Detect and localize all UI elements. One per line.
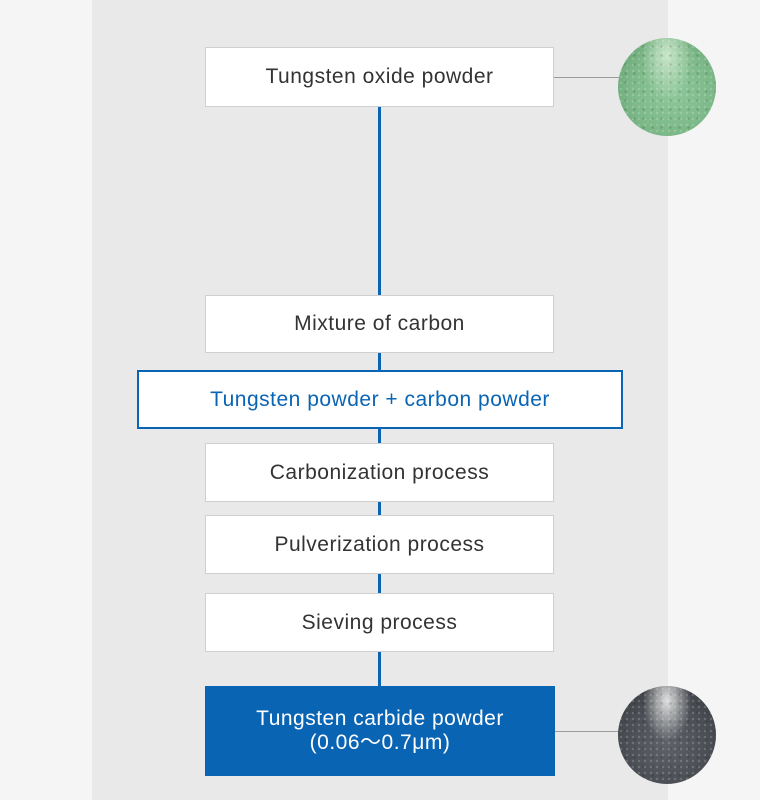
- step-box-sieving: Sieving process: [205, 593, 554, 652]
- connector-powders-to-carbonization: [378, 428, 381, 445]
- step-box-mixture-of-carbon: Mixture of carbon: [205, 295, 554, 353]
- step-label: Tungsten oxide powder: [265, 65, 494, 89]
- connector-mixture-to-powders: [378, 352, 381, 372]
- result-size-range: (0.06～0.7μm): [309, 731, 451, 754]
- connector-oxide-to-mixture: [378, 106, 381, 296]
- step-box-pulverization: Pulverization process: [205, 515, 554, 574]
- step-box-carbonization: Carbonization process: [205, 443, 554, 502]
- connector-sieving-to-result: [378, 651, 381, 688]
- step-label: Sieving process: [301, 610, 458, 634]
- step-label: Tungsten powder + carbon powder: [210, 387, 550, 411]
- tungsten-oxide-powder-photo: [618, 38, 716, 136]
- result-box-tungsten-carbide: Tungsten carbide powder (0.06～0.7μm): [205, 686, 555, 776]
- step-box-tungsten-oxide: Tungsten oxide powder: [205, 47, 554, 107]
- step-label: Pulverization process: [274, 532, 485, 556]
- oxide-photo-leader-line: [554, 77, 620, 78]
- connector-carbonization-to-pulverization: [378, 501, 381, 517]
- step-label: Carbonization process: [269, 460, 490, 484]
- step-label: Mixture of carbon: [294, 312, 465, 336]
- powder-texture: [618, 686, 716, 784]
- powder-texture: [618, 38, 716, 136]
- tungsten-carbide-powder-photo: [618, 686, 716, 784]
- carbide-photo-leader-line: [554, 731, 620, 732]
- connector-pulverization-to-sieving: [378, 573, 381, 595]
- result-label: Tungsten carbide powder: [256, 706, 504, 730]
- step-box-tungsten-plus-carbon-powder: Tungsten powder + carbon powder: [137, 370, 623, 429]
